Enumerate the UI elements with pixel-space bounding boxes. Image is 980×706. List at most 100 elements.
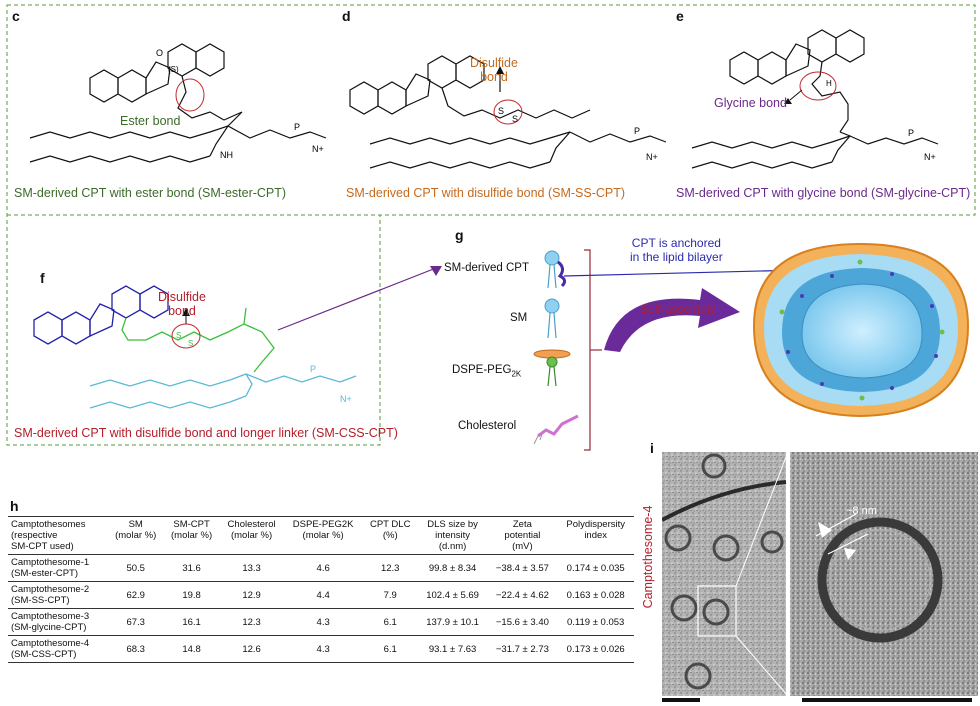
header-cpt-dlc: CPT DLC(%) xyxy=(362,516,418,555)
f-to-g-arrow xyxy=(277,266,442,331)
header-dspe-peg: DSPE-PEG2K(molar %) xyxy=(283,516,363,555)
sulfur-label-1: S xyxy=(498,106,504,116)
sulfur-label-2: S xyxy=(512,114,518,124)
caption-c: SM-derived CPT with ester bond (SM-ester… xyxy=(14,186,287,200)
oxygen-label: O xyxy=(156,48,163,58)
panel-label-h: h xyxy=(10,498,19,514)
disulfide-note-d: Disulfide bond xyxy=(470,56,518,84)
ester-bond-note: Ester bond xyxy=(120,114,181,128)
peg-subscript: 2K xyxy=(511,369,522,379)
cell-dlc: 6.1 xyxy=(362,635,418,663)
anchor-note-line1: CPT is anchored xyxy=(631,236,721,250)
cell-dls: 137.9 ± 10.1 xyxy=(417,608,488,636)
cell-chol: 12.3 xyxy=(219,608,284,636)
cell-dlc: 7.9 xyxy=(362,581,418,609)
structure-sm-ester-cpt: (S) O P N+ NH xyxy=(29,43,327,163)
component-dspe-peg-label: DSPE-PEG xyxy=(452,364,512,376)
component-sm-cpt: SM-derived CPT xyxy=(444,262,529,274)
component-dspe-peg: DSPE-PEG2K xyxy=(452,364,521,378)
sulfur-label-1: S xyxy=(176,331,181,340)
nitrogen-plus-label: N+ xyxy=(340,394,352,404)
self-assembly-label: Self-assembly xyxy=(640,302,716,316)
stereo-label: (S) xyxy=(168,65,179,74)
panel-label-f: f xyxy=(40,270,45,286)
disulfide-note-d-line1: Disulfide xyxy=(470,56,518,70)
cell-dls: 102.4 ± 5.69 xyxy=(417,581,488,609)
caption-d: SM-derived CPT with disulfide bond (SM-S… xyxy=(346,186,626,200)
nitrogen-plus-label: N+ xyxy=(924,152,936,162)
cell-dlc: 12.3 xyxy=(362,554,418,582)
cell-pdi: 0.163 ± 0.028 xyxy=(557,581,634,609)
disulfide-note-f-line1: Disulfide xyxy=(158,290,206,304)
anchor-note: CPT is anchored in the lipid bilayer xyxy=(630,236,723,264)
cell-smcpt: 16.1 xyxy=(163,608,220,636)
nh-label: H xyxy=(826,79,832,88)
cell-zeta: −38.4 ± 3.57 xyxy=(487,554,558,582)
row-name-cell: Camptothesome-2(SM-SS-CPT) xyxy=(8,581,108,609)
camptothesome-4-side-label-wrap: Camptothesome-4 xyxy=(641,470,662,670)
nitrogen-plus-label: N+ xyxy=(646,152,658,162)
cell-smcpt: 19.8 xyxy=(163,581,220,609)
caption-f: SM-derived CPT with disulfide bond and l… xyxy=(14,426,398,440)
nh-label: NH xyxy=(220,150,233,160)
cell-pdi: 0.174 ± 0.035 xyxy=(557,554,634,582)
cryo-tem-micrographs: ~8 nm xyxy=(662,452,978,702)
cell-peg: 4.3 xyxy=(283,635,363,663)
cell-zeta: −15.6 ± 3.40 xyxy=(487,608,558,636)
self-assembly-arrow xyxy=(604,288,740,352)
scale-note: ~8 nm xyxy=(846,505,877,517)
cell-dls: 99.8 ± 8.34 xyxy=(417,554,488,582)
disulfide-note-f: Disulfide bond xyxy=(158,290,206,318)
cell-chol: 12.6 xyxy=(219,635,284,663)
structure-sm-ss-cpt: S S P N+ xyxy=(349,55,667,169)
nitrogen-plus-label: N+ xyxy=(312,144,324,154)
header-cholesterol: Cholesterol(molar %) xyxy=(219,516,284,555)
cell-peg: 4.3 xyxy=(283,608,363,636)
component-icons xyxy=(533,249,602,451)
disulfide-note-d-line2: bond xyxy=(480,70,508,84)
disulfide-note-f-line2: bond xyxy=(168,304,196,318)
phosphorus-label: P xyxy=(908,128,914,138)
row-name-cell: Camptothesome-3(SM-glycine-CPT) xyxy=(8,608,108,636)
panel-label-g: g xyxy=(455,227,464,243)
sulfur-label-2: S xyxy=(188,339,193,348)
cell-chol: 13.3 xyxy=(219,554,284,582)
phosphorus-label: P xyxy=(294,122,300,132)
header-sm-cpt: SM-CPT(molar %) xyxy=(163,516,220,555)
structure-sm-css-cpt: S S P N+ xyxy=(33,285,357,409)
cell-dls: 93.1 ± 7.63 xyxy=(417,635,488,663)
structure-sm-glycine-cpt: H P N+ xyxy=(691,29,939,169)
cell-sm: 50.5 xyxy=(107,554,164,582)
phosphorus-label: P xyxy=(634,126,640,136)
cell-pdi: 0.119 ± 0.053 xyxy=(557,608,634,636)
row-name-cell: Camptothesome-4(SM-CSS-CPT) xyxy=(8,635,108,663)
cell-zeta: −31.7 ± 2.73 xyxy=(487,635,558,663)
panel-label-e: e xyxy=(676,8,684,24)
component-cholesterol: Cholesterol xyxy=(458,420,517,432)
cell-chol: 12.9 xyxy=(219,581,284,609)
camptothesome-4-side-label: Camptothesome-4 xyxy=(641,505,655,609)
phosphorus-label: P xyxy=(310,364,316,374)
anchor-note-line2: in the lipid bilayer xyxy=(630,250,723,264)
cell-pdi: 0.173 ± 0.026 xyxy=(557,635,634,663)
cell-peg: 4.6 xyxy=(283,554,363,582)
panel-label-i: i xyxy=(650,440,654,456)
cell-zeta: −22.4 ± 4.62 xyxy=(487,581,558,609)
cell-sm: 67.3 xyxy=(107,608,164,636)
component-sm: SM xyxy=(510,312,528,324)
cell-smcpt: 14.8 xyxy=(163,635,220,663)
caption-e: SM-derived CPT with glycine bond (SM-gly… xyxy=(676,186,971,200)
glycine-bond-note: Glycine bond xyxy=(714,96,787,110)
